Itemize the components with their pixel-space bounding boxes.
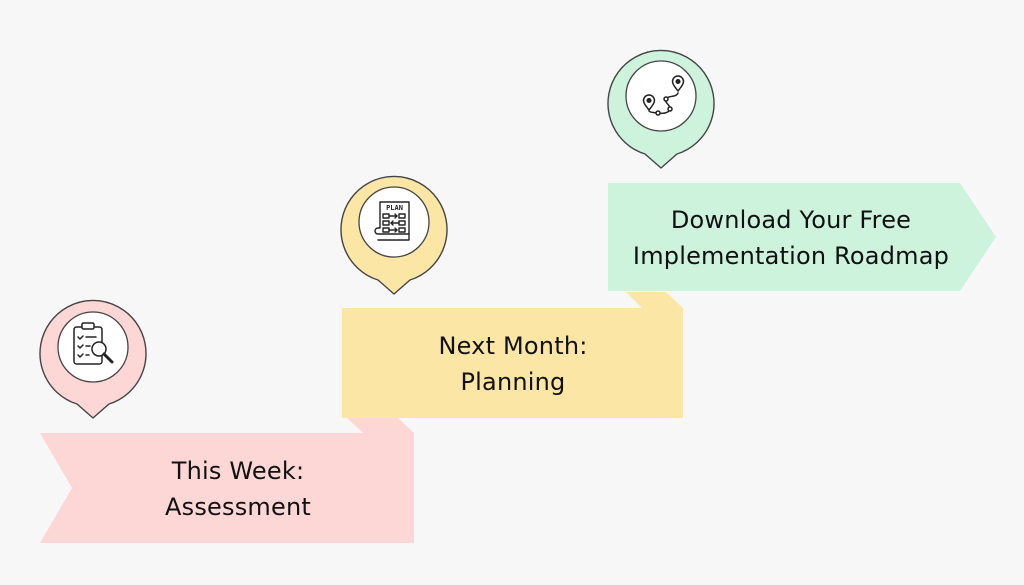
download-title-line1[interactable]: Download Your Free	[670, 206, 912, 234]
step-label-planning: Next Month: Planning	[350, 328, 676, 400]
map-pin-assessment	[39, 299, 147, 419]
step-timeframe: This Week:	[171, 457, 305, 485]
step-label-assessment: This Week: Assessment	[88, 453, 388, 525]
step-banner-planning	[342, 292, 683, 418]
step-label-roadmap[interactable]: Download Your Free Implementation Roadma…	[596, 202, 986, 274]
step-timeframe: Next Month:	[438, 332, 588, 360]
step-banner-roadmap	[608, 183, 996, 291]
clipboard-search-icon	[73, 322, 114, 365]
plan-document-icon: PLAN	[374, 201, 410, 241]
step-title: Planning	[460, 368, 566, 396]
map-pin-roadmap	[607, 49, 715, 169]
step-banner-assessment	[40, 418, 414, 543]
step-title: Assessment	[165, 493, 311, 521]
route-map-icon	[642, 75, 685, 116]
map-pin-planning: PLAN	[340, 175, 448, 295]
plan-icon-label: PLAN	[386, 204, 403, 212]
download-title-line2[interactable]: Implementation Roadmap	[632, 242, 950, 270]
